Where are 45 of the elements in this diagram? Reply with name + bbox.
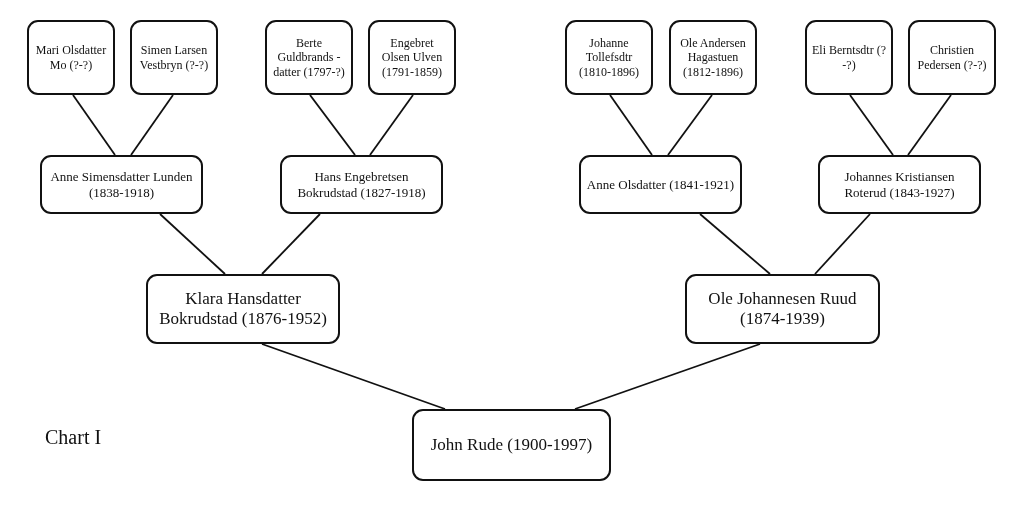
- person-box: [685, 274, 880, 344]
- person-box: [265, 20, 353, 95]
- person-name: Klara Hansdatter Bokrudstad (1876-1952): [158, 288, 328, 330]
- connector-line: [130, 94, 174, 156]
- person-box: [805, 20, 893, 95]
- person-name: Berte Guldbrands -datter (1797-?): [272, 35, 346, 80]
- connector-line: [609, 94, 653, 156]
- person-name: Hans Engebretsen Bokrudstad (1827-1918): [296, 168, 427, 201]
- connector-line: [849, 94, 894, 156]
- person-box: [280, 155, 443, 214]
- person-name: John Rude (1900-1997): [430, 434, 593, 456]
- person-name: Johanne Tollefsdtr (1810-1896): [578, 35, 640, 80]
- person-box: [146, 274, 340, 344]
- person-box: [669, 20, 757, 95]
- connector-line: [261, 213, 321, 275]
- chart-title: Chart I: [45, 426, 102, 449]
- person-box: [818, 155, 981, 214]
- person-name: Anne Simensdatter Lunden (1838-1918): [49, 168, 194, 201]
- person-box: [908, 20, 996, 95]
- person-name: Eli Berntsdtr (?-?): [812, 43, 886, 72]
- person-box: [27, 20, 115, 95]
- person-name: Engebret Olsen Ulven (1791-1859): [380, 35, 444, 80]
- person-name: Ole Andersen Hagastuen (1812-1896): [679, 35, 747, 80]
- connector-line: [699, 213, 771, 275]
- connector-line: [814, 213, 871, 275]
- connector-line: [667, 94, 713, 156]
- person-box: [412, 409, 611, 481]
- person-name: Johannes Kristiansen Roterud (1843-1927): [843, 168, 956, 201]
- person-box: [130, 20, 218, 95]
- person-name: Simen Larsen Vestbryn (?-?): [138, 43, 210, 72]
- person-name: Mari Olsdatter Mo (?-?): [34, 43, 108, 72]
- person-name: Christien Pedersen (?-?): [916, 43, 988, 72]
- person-name: Anne Olsdatter (1841-1921): [586, 176, 735, 193]
- connector-line: [72, 94, 116, 156]
- person-box: [579, 155, 742, 214]
- connector-line: [159, 213, 226, 275]
- person-box: [368, 20, 456, 95]
- connector-line: [261, 343, 446, 410]
- person-name: Ole Johannesen Ruud (1874-1939): [707, 288, 858, 330]
- person-box: [40, 155, 203, 214]
- person-box: [565, 20, 653, 95]
- connector-line: [369, 94, 414, 156]
- connector-line: [907, 94, 952, 156]
- connector-line: [574, 343, 761, 410]
- connector-line: [309, 94, 356, 156]
